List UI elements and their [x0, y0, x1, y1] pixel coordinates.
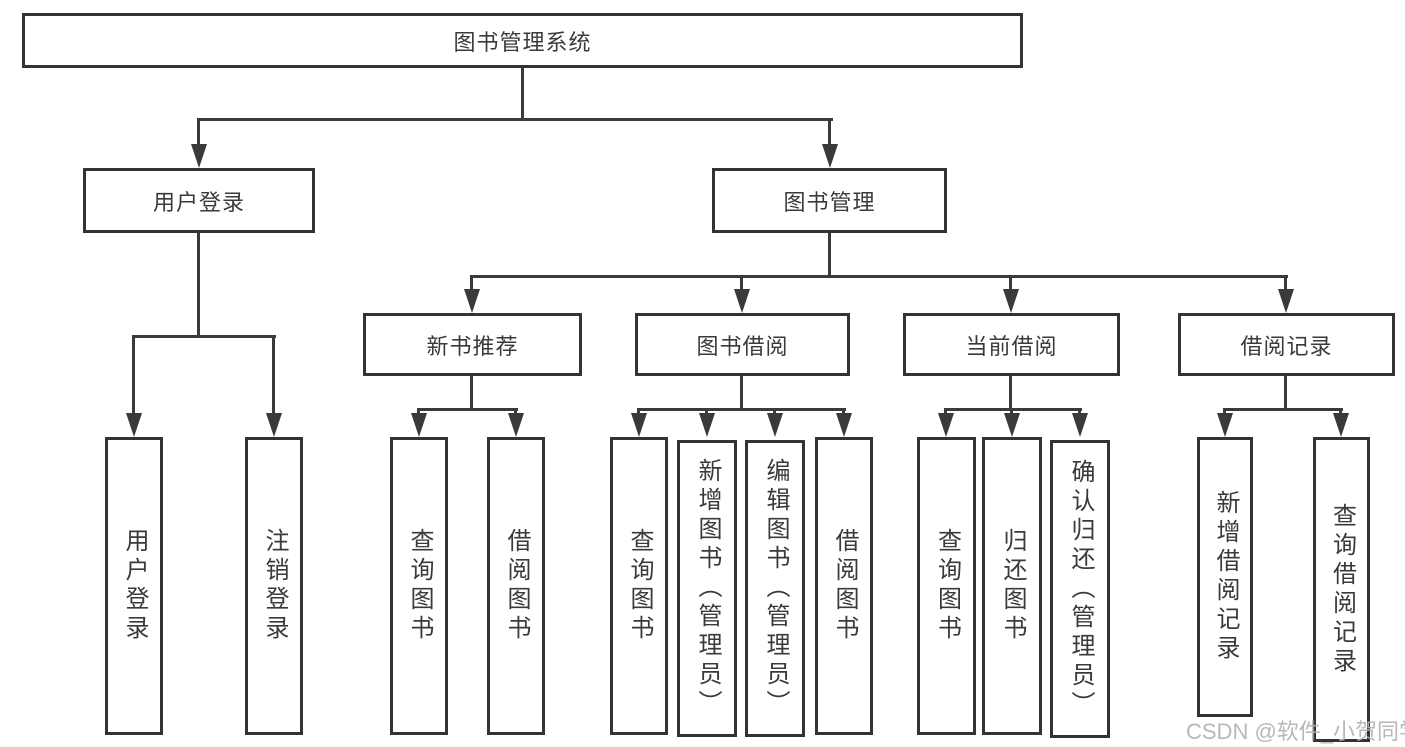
node-label: 归还图书	[999, 528, 1026, 644]
node-label: 用户登录	[152, 189, 245, 215]
arrowhead-down	[508, 413, 524, 437]
leaf-borrow-borrow-book: 借阅图书	[815, 437, 873, 735]
arrowhead-down	[631, 413, 647, 437]
connector-line	[521, 68, 524, 120]
node-label: 当前借阅	[965, 333, 1058, 359]
connector-line	[1009, 278, 1012, 292]
csdn-watermark: CSDN @软件_小贺同学	[1186, 719, 1405, 744]
node-label: 借阅图书	[831, 528, 858, 644]
node-label: 确认归还（管理员）	[1067, 458, 1094, 720]
arrowhead-down	[1072, 413, 1088, 437]
arrowhead-down	[734, 289, 750, 313]
connector-line	[470, 275, 1288, 278]
arrowhead-down	[266, 413, 282, 437]
node-book-borrow: 图书借阅	[635, 313, 850, 376]
arrowhead-down	[1333, 413, 1349, 437]
node-label: 借阅图书	[503, 528, 530, 644]
node-book-management: 图书管理	[712, 168, 947, 233]
node-new-book-recommend: 新书推荐	[363, 313, 582, 376]
arrowhead-down	[938, 413, 954, 437]
connector-line	[1009, 376, 1012, 410]
connector-line	[197, 121, 200, 149]
connector-line	[1223, 408, 1343, 411]
node-label: 用户登录	[121, 528, 148, 644]
node-label: 新增图书（管理员）	[694, 458, 721, 719]
leaf-newbook-borrow-book: 借阅图书	[487, 437, 545, 735]
node-root-library-system: 图书管理系统	[22, 13, 1023, 68]
arrowhead-down	[411, 413, 427, 437]
arrowhead-down	[191, 144, 207, 168]
connector-line	[470, 278, 473, 292]
node-label: 查询图书	[933, 528, 961, 644]
connector-line	[197, 233, 200, 337]
arrowhead-down	[1217, 413, 1233, 437]
node-label: 查询借阅记录	[1328, 502, 1356, 677]
leaf-current-return-book: 归还图书	[982, 437, 1042, 735]
node-label: 借阅记录	[1240, 333, 1333, 359]
arrowhead-down	[699, 413, 715, 437]
connector-line	[272, 335, 275, 415]
connector-line	[828, 233, 831, 277]
connector-line	[470, 376, 473, 410]
arrowhead-down	[822, 144, 838, 168]
arrowhead-down	[767, 413, 783, 437]
node-label: 注销登录	[261, 528, 288, 644]
node-current-borrow: 当前借阅	[903, 313, 1120, 376]
node-label: 图书管理	[783, 189, 876, 215]
connector-line	[132, 335, 276, 338]
leaf-logout: 注销登录	[245, 437, 303, 735]
connector-line	[1284, 278, 1287, 292]
leaf-borrow-edit-book-admin: 编辑图书（管理员）	[745, 440, 805, 737]
connector-line	[740, 376, 743, 410]
connector-line	[132, 335, 135, 415]
leaf-newbook-query-book: 查询图书	[390, 437, 448, 735]
leaf-borrow-add-book-admin: 新增图书（管理员）	[677, 440, 737, 737]
node-label: 新书推荐	[426, 333, 519, 359]
node-label: 编辑图书（管理员）	[762, 458, 789, 719]
connector-line	[637, 408, 846, 411]
arrowhead-down	[1278, 289, 1294, 313]
arrowhead-down	[836, 413, 852, 437]
leaf-borrow-query-book: 查询图书	[610, 437, 668, 735]
arrowhead-down	[464, 289, 480, 313]
connector-line	[417, 408, 518, 411]
node-label: 查询图书	[626, 528, 653, 644]
node-user-login: 用户登录	[83, 168, 315, 233]
node-label: 图书借阅	[696, 333, 789, 359]
leaf-current-confirm-return-admin: 确认归还（管理员）	[1050, 440, 1110, 738]
connector-line	[828, 121, 831, 149]
node-borrow-records: 借阅记录	[1178, 313, 1395, 376]
leaf-user-login: 用户登录	[105, 437, 163, 735]
connector-line	[944, 408, 1082, 411]
arrowhead-down	[1003, 289, 1019, 313]
connector-line	[197, 118, 833, 121]
connector-line	[1284, 376, 1287, 410]
node-label: 新增借阅记录	[1212, 490, 1239, 664]
leaf-records-add-record: 新增借阅记录	[1197, 437, 1253, 717]
node-label: 图书管理系统	[453, 29, 592, 55]
leaf-records-query-record: 查询借阅记录	[1313, 437, 1370, 742]
node-label: 查询图书	[406, 528, 433, 644]
connector-line	[740, 278, 743, 292]
leaf-current-query-book: 查询图书	[917, 437, 976, 735]
arrowhead-down	[126, 413, 142, 437]
arrowhead-down	[1004, 413, 1020, 437]
